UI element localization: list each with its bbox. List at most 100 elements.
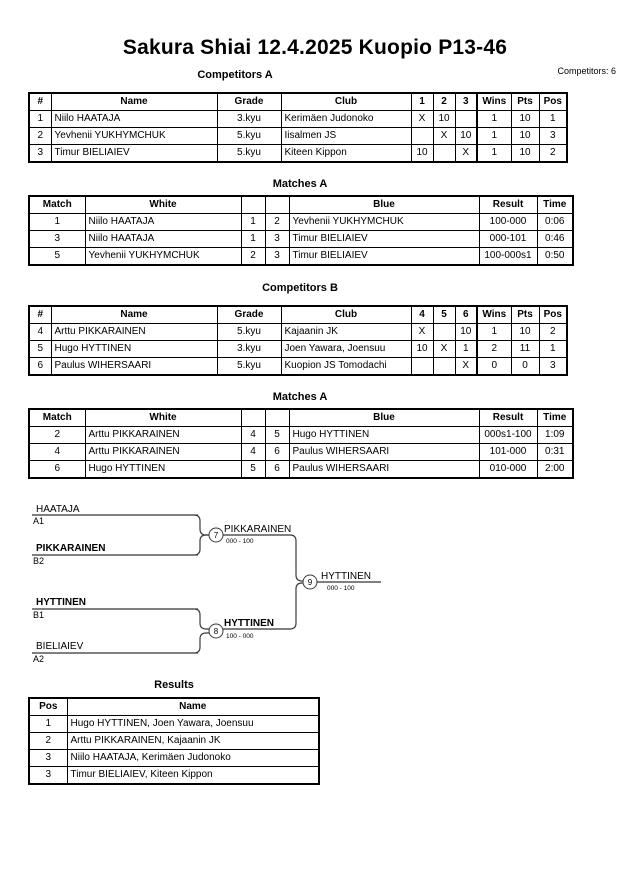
matches-a-caption: Matches A (272, 178, 328, 190)
competitors-b-table: # Name Grade Club 4 5 6 Wins Pts Pos 4 A… (28, 305, 568, 376)
table-row: 2 Yevhenii YUKHYMCHUK 5.kyu Iisalmen JS … (28, 127, 568, 145)
cell-match: 2 (28, 426, 86, 444)
cell-result: 101-000 (478, 443, 538, 461)
col-club: Club (280, 92, 412, 111)
table-row: 4 Arttu PIKKARAINEN 5.kyu Kajaanin JK X … (28, 323, 568, 341)
cell-opp-4: 10 (410, 340, 434, 358)
cell-match: 6 (28, 460, 86, 479)
col-opp-5: 5 (432, 305, 456, 324)
cell-grade: 5.kyu (216, 323, 282, 341)
cell-white: Hugo HYTTINEN (84, 460, 242, 479)
cell-time: 0:31 (536, 443, 574, 461)
cell-opp-3 (454, 110, 478, 128)
cell-blue-num: 6 (264, 460, 290, 479)
cell-opp-2: 10 (432, 110, 456, 128)
bracket-entrant-name: HAATAJA (36, 504, 80, 515)
col-club: Club (280, 305, 412, 324)
cell-blue-num: 3 (264, 247, 290, 266)
bracket-entrant-name: HYTTINEN (36, 597, 86, 608)
col-opp-1: 1 (410, 92, 434, 111)
table-row: 5 Hugo HYTTINEN 3.kyu Joen Yawara, Joens… (28, 340, 568, 358)
bracket-entrant-seed: A2 (33, 654, 44, 664)
bracket-node-number: 9 (308, 578, 313, 587)
cell-grade: 5.kyu (216, 144, 282, 163)
competitors-a-table: # Name Grade Club 1 2 3 Wins Pts Pos 1 N… (28, 92, 568, 163)
col-white: White (84, 195, 242, 214)
cell-pts: 0 (510, 357, 540, 376)
table-row: 3 Timur BIELIAIEV, Kiteen Kippon (28, 766, 320, 785)
cell-pos: 3 (28, 749, 68, 767)
cell-pts: 10 (510, 323, 540, 341)
bracket-node-number: 7 (214, 531, 219, 540)
bracket-entrant-seed: A1 (33, 516, 44, 526)
page-title: Sakura Shiai 12.4.2025 Kuopio P13-46 (122, 36, 508, 59)
cell-name: Niilo HAATAJA (50, 110, 218, 128)
bracket-node-marker (208, 527, 224, 543)
table-header-row: Match White Blue Result Time (28, 195, 574, 214)
col-name: Name (50, 305, 218, 324)
table-row: 1 Niilo HAATAJA 1 2 Yevhenii YUKHYMCHUK … (28, 213, 574, 231)
cell-white-num: 4 (240, 426, 266, 444)
table-row: 2 Arttu PIKKARAINEN 4 5 Hugo HYTTINEN 00… (28, 426, 574, 444)
cell-grade: 5.kyu (216, 127, 282, 145)
cell-wins: 1 (476, 127, 512, 145)
cell-pts: 11 (510, 340, 540, 358)
cell-pts: 10 (510, 144, 540, 163)
results-caption: Results (154, 679, 194, 691)
cell-pos: 1 (28, 715, 68, 733)
cell-num: 4 (28, 323, 52, 341)
matches-b-table: Match White Blue Result Time 2 Arttu PIK… (28, 408, 574, 479)
cell-wins: 1 (476, 323, 512, 341)
col-time: Time (536, 195, 574, 214)
cell-time: 0:50 (536, 247, 574, 266)
cell-result: 100-000s1 (478, 247, 538, 266)
table-row: 6 Paulus WIHERSAARI 5.kyu Kuopion JS Tom… (28, 357, 568, 376)
cell-white: Arttu PIKKARAINEN (84, 426, 242, 444)
cell-opp-4 (410, 357, 434, 376)
table-row: 1 Hugo HYTTINEN, Joen Yawara, Joensuu (28, 715, 320, 733)
bracket-entrant-seed: B2 (33, 556, 44, 566)
cell-club: Joen Yawara, Joensuu (280, 340, 412, 358)
col-pos: Pos (538, 92, 568, 111)
table-header-row: Match White Blue Result Time (28, 408, 574, 427)
cell-result: 000-101 (478, 230, 538, 248)
col-pos: Pos (28, 697, 68, 716)
col-opp-2: 2 (432, 92, 456, 111)
cell-pts: 10 (510, 110, 540, 128)
cell-opp-2 (432, 144, 456, 163)
cell-white-num: 1 (240, 230, 266, 248)
cell-white: Arttu PIKKARAINEN (84, 443, 242, 461)
cell-blue: Timur BIELIAIEV (288, 230, 480, 248)
col-result: Result (478, 408, 538, 427)
cell-pos: 3 (538, 357, 568, 376)
cell-pos: 2 (538, 144, 568, 163)
bracket-node-winner: HYTTINEN (224, 618, 274, 629)
cell-opp-6: 1 (454, 340, 478, 358)
cell-num: 1 (28, 110, 52, 128)
cell-club: Iisalmen JS (280, 127, 412, 145)
cell-pts: 10 (510, 127, 540, 145)
cell-opp-5 (432, 357, 456, 376)
col-name: Name (66, 697, 320, 716)
col-grade: Grade (216, 305, 282, 324)
cell-result: 010-000 (478, 460, 538, 479)
col-pos: Pos (538, 305, 568, 324)
results-table: Pos Name 1 Hugo HYTTINEN, Joen Yawara, J… (28, 697, 320, 785)
cell-club: Kuopion JS Tomodachi (280, 357, 412, 376)
cell-opp-1: X (410, 110, 434, 128)
cell-opp-4: X (410, 323, 434, 341)
table-row: 4 Arttu PIKKARAINEN 4 6 Paulus WIHERSAAR… (28, 443, 574, 461)
cell-white-num: 1 (240, 213, 266, 231)
cell-wins: 0 (476, 357, 512, 376)
cell-pos: 1 (538, 110, 568, 128)
cell-grade: 3.kyu (216, 340, 282, 358)
cell-time: 0:46 (536, 230, 574, 248)
cell-blue: Paulus WIHERSAARI (288, 443, 480, 461)
bracket-final-winner: HYTTINEN (321, 571, 371, 582)
cell-num: 3 (28, 144, 52, 163)
col-name: Name (50, 92, 218, 111)
table-row: 3 Timur BIELIAIEV 5.kyu Kiteen Kippon 10… (28, 144, 568, 163)
cell-result: 000s1-100 (478, 426, 538, 444)
cell-white: Yevhenii YUKHYMCHUK (84, 247, 242, 266)
bracket-node-score: 100 - 000 (226, 633, 254, 640)
